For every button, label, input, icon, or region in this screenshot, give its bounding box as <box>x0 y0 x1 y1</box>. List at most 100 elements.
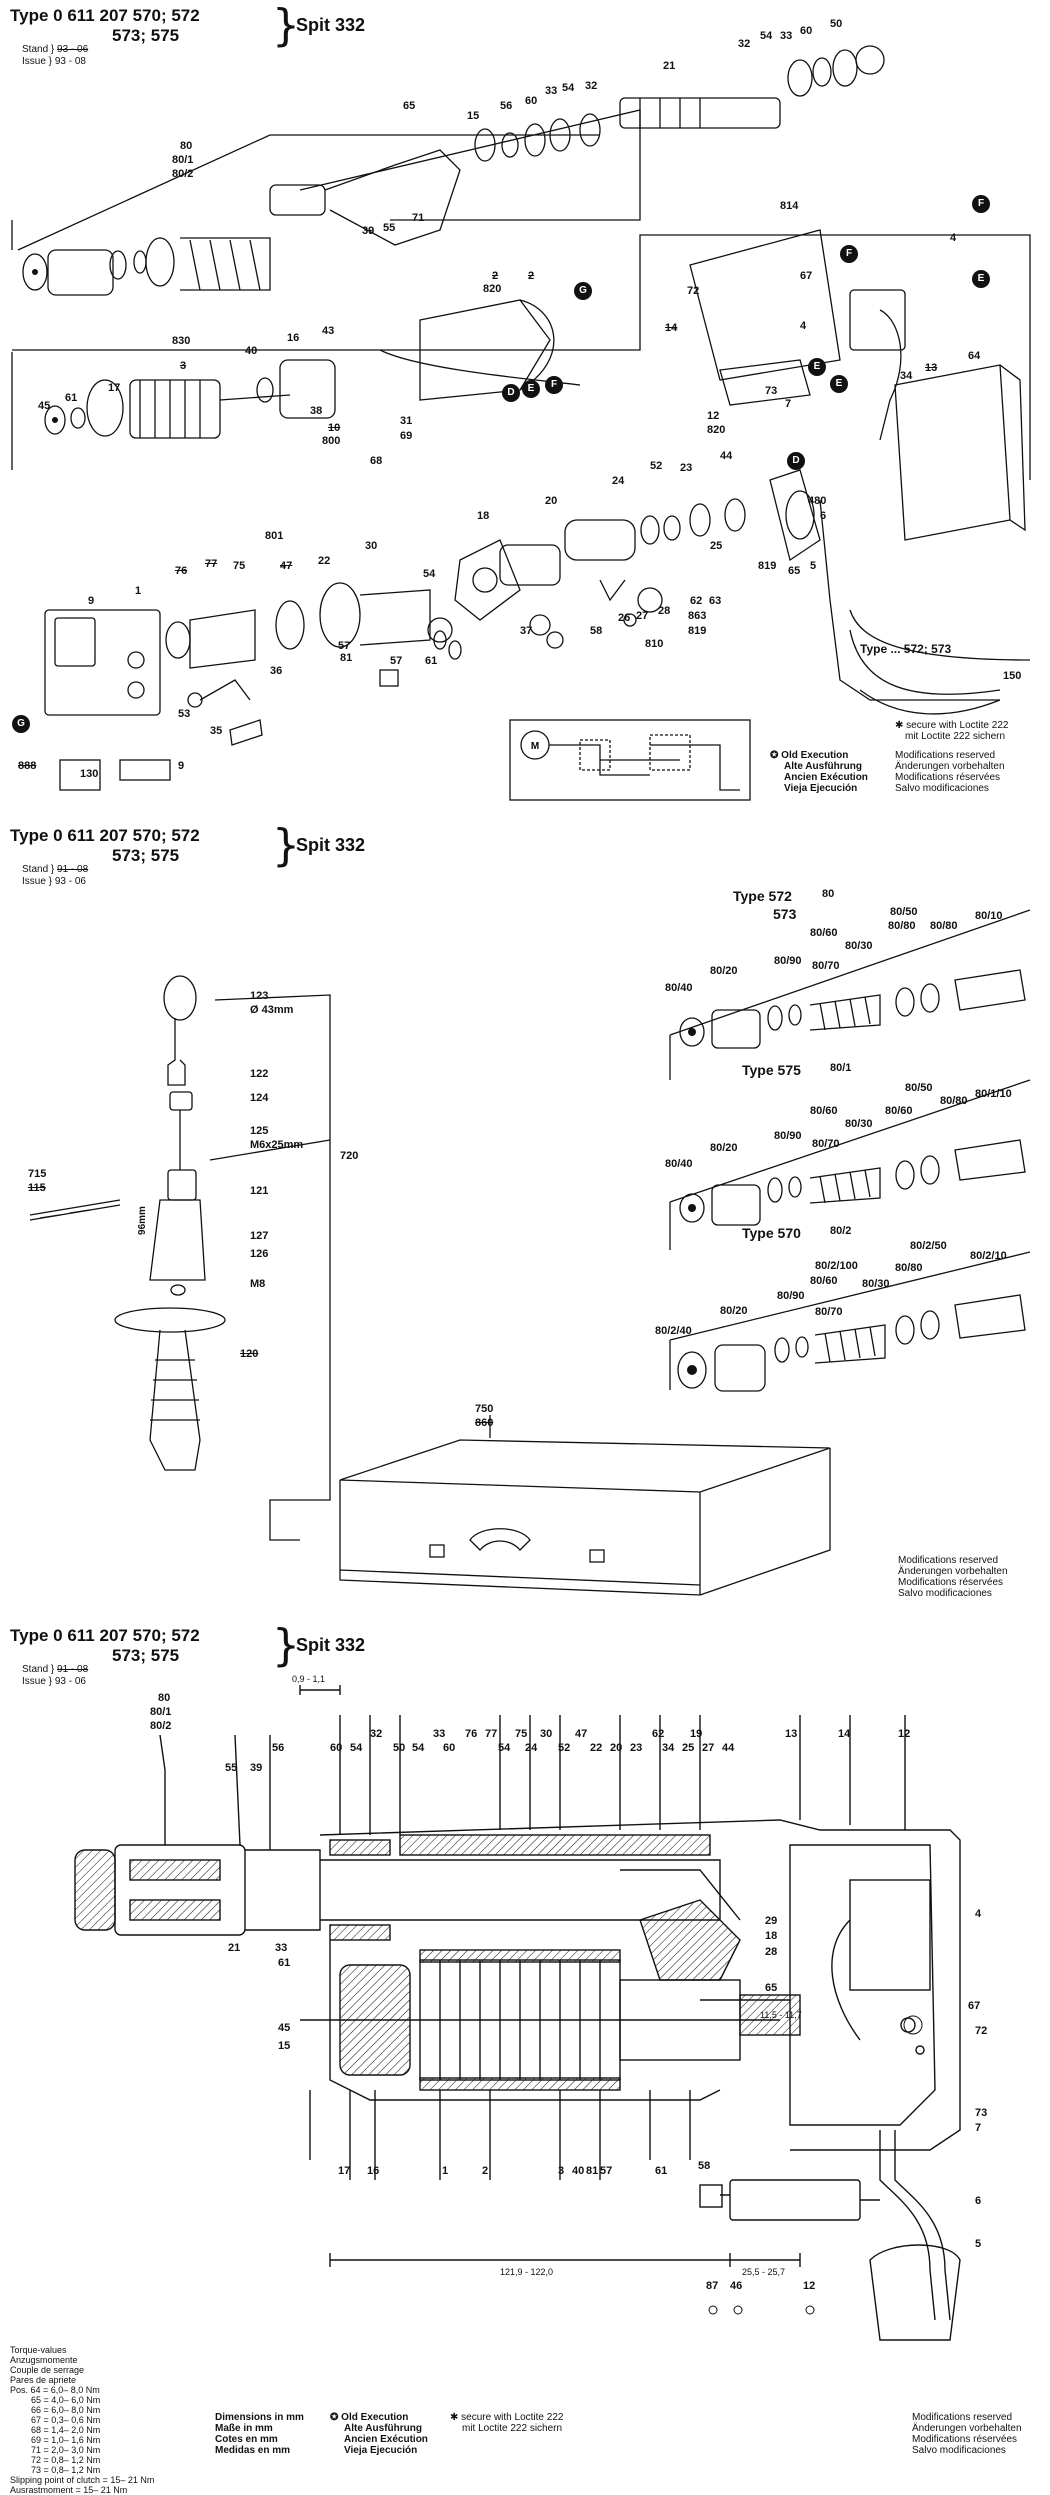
sheet-exploded-view: Type 0 611 207 570; 572 573; 575 } Spit … <box>0 0 1050 820</box>
part-label: 16 <box>287 332 300 344</box>
section-label: 61 <box>278 1957 291 1969</box>
sectional-drawing <box>74 1685 961 2341</box>
section-label: 4 <box>975 1908 982 1920</box>
handle-label: 125 <box>250 1125 269 1137</box>
part-label: 80/2 <box>172 168 194 180</box>
chuck-label: 80/2 <box>830 1225 852 1237</box>
section-label: 54 <box>498 1742 511 1754</box>
section-label: 15 <box>278 2040 291 2052</box>
section-label: 21 <box>228 1942 241 1954</box>
chuck-label: 80/30 <box>862 1278 890 1290</box>
chuck-label: 80/60 <box>810 1105 838 1117</box>
chuck-label: 80/80 <box>930 920 958 932</box>
part-label: 7 <box>785 398 792 410</box>
handle-label: 127 <box>250 1230 269 1242</box>
section-label: 44 <box>722 1742 735 1754</box>
old-execution-note: ✪ Old Execution Alte Ausführung Ancien E… <box>330 2412 428 2456</box>
handle-label: 124 <box>250 1092 269 1104</box>
part-label: 37 <box>520 625 533 637</box>
part-label: 39 <box>362 225 375 237</box>
torque-values: Torque-values Anzugsmomente Couple de se… <box>10 2345 155 2495</box>
part-label: 44 <box>720 450 733 462</box>
section-label: 61 <box>655 2165 668 2177</box>
chuck-label: 80/90 <box>774 955 802 967</box>
part-label: 52 <box>650 460 663 472</box>
section-label: 13 <box>785 1728 798 1740</box>
part-label: 22 <box>318 555 331 567</box>
section-label: 65 <box>765 1982 778 1994</box>
marker-e: E <box>808 358 826 376</box>
handle-label: 126 <box>250 1248 269 1260</box>
part-label: 13 <box>925 362 938 374</box>
dim-c: 25,5 - 25,7 <box>742 2267 786 2277</box>
section-label: 54 <box>412 1742 425 1754</box>
chuck-label: 80/2/10 <box>970 1250 1007 1262</box>
type-572-label: Type 572 <box>733 888 792 904</box>
case-label: 860 <box>475 1417 494 1429</box>
section-label: 14 <box>838 1728 851 1740</box>
part-label: 40 <box>245 345 258 357</box>
sheet-sectional-view: Type 0 611 207 570; 572 573; 575 } Spit … <box>0 1620 1050 2495</box>
modifications-note: Modifications reserved Änderungen vorbeh… <box>912 2412 1022 2456</box>
section-label: 24 <box>525 1742 538 1754</box>
part-label: 33 <box>780 30 793 42</box>
dim-top: 0,9 - 1,1 <box>292 1674 326 1684</box>
handle-label: M8 <box>250 1278 266 1290</box>
modifications-note: Modifications reserved Änderungen vorbeh… <box>895 750 1005 794</box>
part-label: 814 <box>780 200 799 212</box>
part-label: 4 <box>800 320 807 332</box>
section-label: 16 <box>367 2165 380 2177</box>
part-label: 77 <box>205 558 218 570</box>
part-label: 15 <box>467 110 480 122</box>
section-label: 30 <box>540 1728 553 1740</box>
handle-label: 115 <box>28 1182 46 1194</box>
type-prefix: Type <box>10 6 49 25</box>
marker-g: G <box>574 282 592 300</box>
chuck-label: 80/2/40 <box>655 1325 692 1337</box>
svg-text:M: M <box>531 741 539 752</box>
part-label: 61 <box>425 655 438 667</box>
exploded-drawing: M <box>11 45 1031 801</box>
sheet1-header: Type 0 611 207 570; 572 573; 575 } Spit … <box>10 0 366 51</box>
part-label: 2 <box>492 270 499 282</box>
marker-e: E <box>972 270 990 288</box>
chuck-label: 80/2/50 <box>910 1240 947 1252</box>
chuck-label: 80/20 <box>710 965 738 977</box>
section-label: 2 <box>482 2165 489 2177</box>
part-label: 24 <box>612 475 625 487</box>
marker-e: E <box>830 375 848 393</box>
section-label: 18 <box>765 1930 778 1942</box>
section-label: 50 <box>393 1742 406 1754</box>
part-label: 18 <box>477 510 490 522</box>
handle-label: 121 <box>250 1185 269 1197</box>
part-label: 65 <box>788 565 801 577</box>
type-line1: 570; 572 <box>132 6 200 25</box>
marker-d: D <box>502 384 520 402</box>
handle-label: 122 <box>250 1068 269 1080</box>
section-label: 34 <box>662 1742 675 1754</box>
part-label: 80 <box>180 140 193 152</box>
part-label: 80/1 <box>172 154 194 166</box>
part-label: 34 <box>900 370 913 382</box>
part-label: 3 <box>180 360 187 372</box>
chuck-label: 80/60 <box>885 1105 913 1117</box>
section-label: 27 <box>702 1742 715 1754</box>
chuck-label: 80/20 <box>720 1305 748 1317</box>
chuck-label: 80/30 <box>845 1118 873 1130</box>
part-label: 23 <box>680 462 693 474</box>
part-label: 863 <box>688 610 707 622</box>
part-label: 9 <box>178 760 185 772</box>
section-label: 72 <box>975 2025 988 2037</box>
part-label: 32 <box>738 38 751 50</box>
chuck-label: 80/70 <box>815 1306 843 1318</box>
section-label: 87 <box>706 2280 719 2292</box>
handle-label: 120 <box>240 1348 259 1360</box>
marker-f: F <box>545 376 563 394</box>
section-label: 22 <box>590 1742 603 1754</box>
part-label: 61 <box>65 392 78 404</box>
part-label: 76 <box>175 565 188 577</box>
chuck-label: 80/40 <box>665 1158 693 1170</box>
part-label: 64 <box>968 350 981 362</box>
chuck-label: 80/70 <box>812 1138 840 1150</box>
section-label: 77 <box>485 1728 498 1740</box>
